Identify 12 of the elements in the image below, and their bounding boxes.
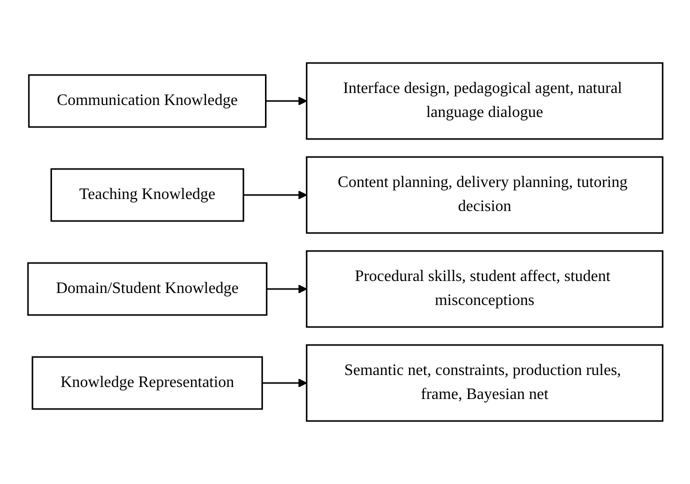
node-box: Domain/Student Knowledge	[26, 262, 268, 316]
node-box: Knowledge Representation	[31, 356, 263, 410]
arrow	[266, 284, 307, 294]
node-box: Procedural skills, student affect, student misconceptions	[306, 250, 664, 328]
node-box: Interface design, pedagogical agent, natural language dialogue	[306, 62, 664, 140]
arrow	[243, 190, 307, 200]
node-box: Teaching Knowledge	[50, 168, 244, 222]
node-box: Semantic net, constraints, production rules, frame, Bayesian net	[306, 344, 664, 422]
node-box: Content planning, delivery planning, tutoring decision	[306, 156, 664, 234]
node-box: Communication Knowledge	[28, 74, 266, 128]
arrow	[262, 378, 307, 388]
arrow	[265, 96, 307, 106]
